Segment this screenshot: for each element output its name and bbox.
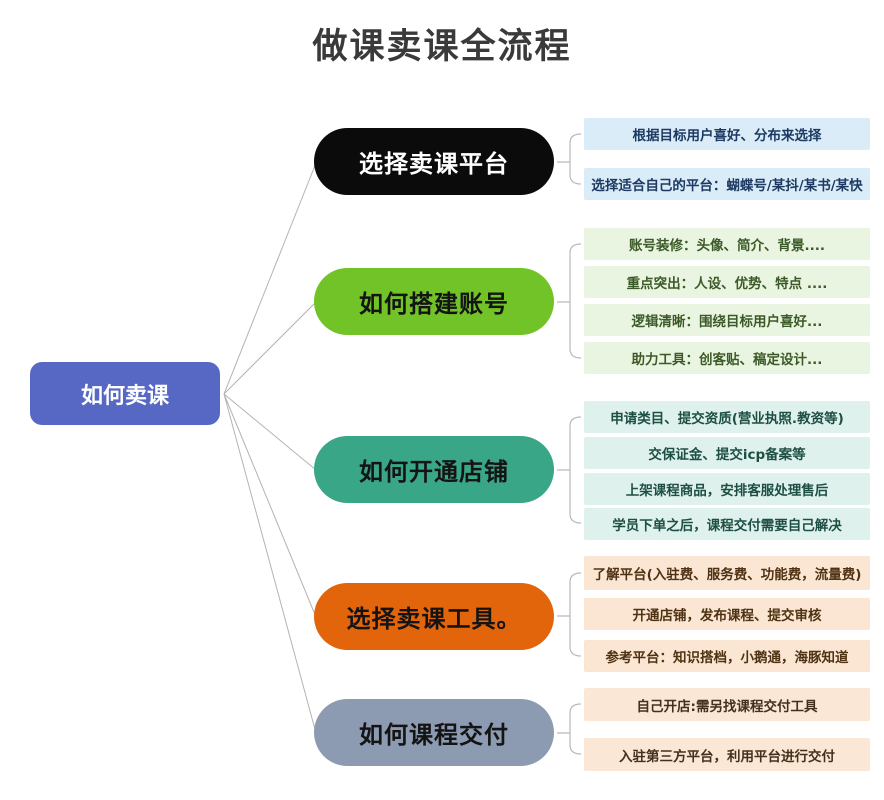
leaf-node: 助力工具：创客贴、稿定设计...	[584, 342, 870, 374]
root-node-label: 如何卖课	[80, 383, 169, 409]
leaf-node: 根据目标用户喜好、分布来选择	[584, 118, 870, 150]
leaf-node: 申请类目、提交资质(营业执照.教资等)	[584, 401, 870, 433]
bracket-group-4	[557, 572, 582, 657]
branch-pill-label: 选择卖课平台	[359, 150, 509, 178]
page-title: 做课卖课全流程	[312, 27, 572, 67]
bracket-group-5	[557, 703, 582, 755]
branch-pill-course-delivery: 如何课程交付	[314, 699, 554, 766]
root-node: 如何卖课	[30, 362, 220, 425]
branch-pill-label: 如何搭建账号	[359, 290, 509, 318]
leaf-node: 交保证金、提交icp备案等	[584, 437, 870, 469]
leaf-node: 学员下单之后，课程交付需要自己解决	[584, 508, 870, 540]
branch-pill-open-shop: 如何开通店铺	[314, 436, 554, 503]
branch-pill-choose-tools: 选择卖课工具。	[314, 583, 554, 650]
leaf-node: 了解平台(入驻费、服务费、功能费，流量费)	[584, 556, 870, 590]
bracket-group-2	[557, 243, 582, 359]
leaf-node: 选择适合自己的平台：蝴蝶号/某抖/某书/某快	[584, 168, 870, 200]
branch-pill-label: 如何开通店铺	[359, 458, 509, 486]
branch-pill-choose-platform: 选择卖课平台	[314, 128, 554, 195]
branch-pill-build-account: 如何搭建账号	[314, 268, 554, 335]
root-branch-lines	[223, 162, 317, 734]
leaf-node: 参考平台：知识搭档，小鹅通，海豚知道	[584, 640, 870, 672]
leaf-node: 重点突出：人设、优势、特点 ....	[584, 266, 870, 298]
bracket-group-1	[557, 133, 582, 185]
leaf-node: 账号装修：头像、简介、背景....	[584, 228, 870, 260]
leaf-node: 自己开店:需另找课程交付工具	[584, 688, 870, 721]
branch-pill-label: 如何课程交付	[359, 721, 509, 749]
leaf-node: 上架课程商品，安排客服处理售后	[584, 473, 870, 505]
leaf-node: 开通店铺，发布课程、提交审核	[584, 598, 870, 630]
leaf-node: 入驻第三方平台，利用平台进行交付	[584, 738, 870, 771]
leaf-node: 逻辑清晰：围绕目标用户喜好...	[584, 304, 870, 336]
bracket-group-3	[557, 416, 582, 524]
branch-pill-label: 选择卖课工具。	[346, 605, 522, 633]
